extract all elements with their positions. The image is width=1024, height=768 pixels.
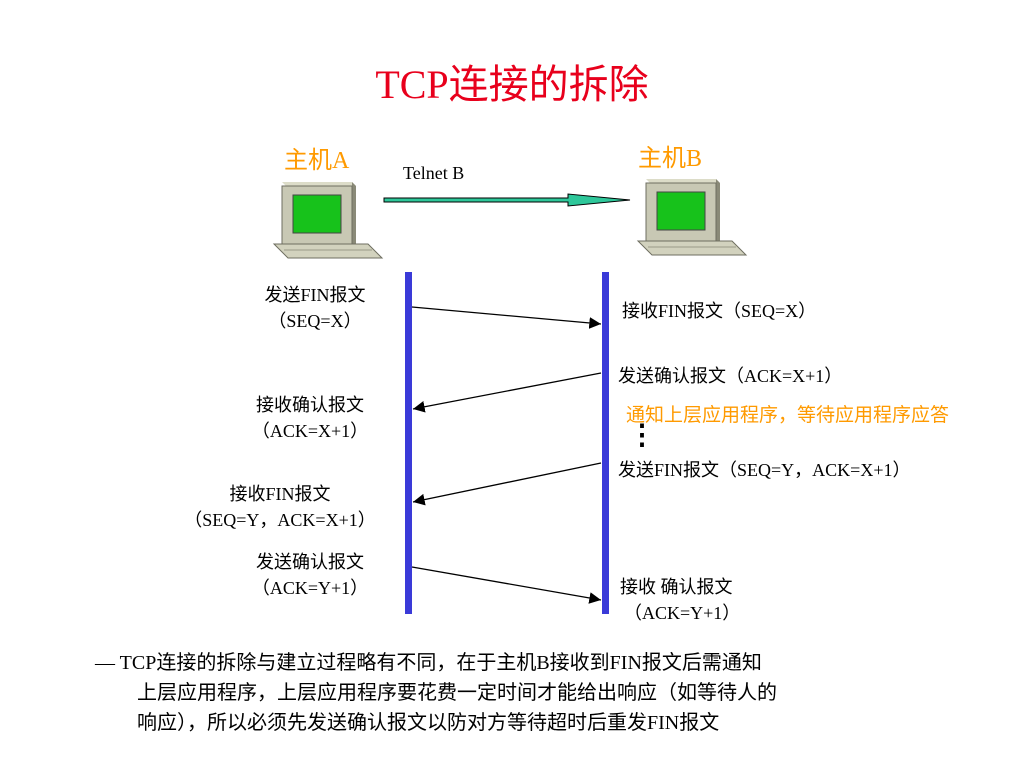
host-a-label: 主机A bbox=[284, 148, 350, 174]
notify-app-note: 通知上层应用程序，等待应用程序应答 bbox=[626, 405, 950, 426]
host-b-message: 接收 确认报文 （ACK=Y+1） bbox=[620, 577, 741, 623]
page-title: TCP连接的拆除 bbox=[375, 62, 649, 107]
fin-arrow-a-to-b bbox=[411, 306, 602, 329]
host-a-message: 接收FIN报文 （SEQ=Y，ACK=X+1） bbox=[184, 484, 376, 530]
host-a-timeline bbox=[405, 272, 412, 614]
host-b-message: 接收FIN报文（SEQ=X） bbox=[622, 301, 817, 321]
host-a-message: 发送确认报文 （ACK=Y+1） bbox=[251, 552, 369, 598]
host-b-message: 发送FIN报文（SEQ=Y，ACK=X+1） bbox=[618, 460, 911, 480]
ack-arrow-a-to-b bbox=[411, 566, 602, 604]
footnote: — TCP连接的拆除与建立过程略有不同，在于主机B接收到FIN报文后需通知 上层… bbox=[95, 652, 777, 734]
connection-arrow bbox=[383, 193, 631, 207]
ellipsis: ⋮ bbox=[628, 420, 656, 451]
computer-a-icon bbox=[272, 182, 384, 259]
ack-arrow-b-to-a bbox=[412, 372, 602, 413]
host-b-timeline bbox=[602, 272, 609, 614]
host-b-message: 发送确认报文（ACK=X+1） bbox=[618, 366, 843, 386]
connection-label: Telnet B bbox=[403, 163, 465, 183]
host-a-message: 接收确认报文 （ACK=X+1） bbox=[251, 395, 369, 441]
fin-arrow-b-to-a bbox=[412, 462, 602, 506]
host-a-message: 发送FIN报文 （SEQ=X） bbox=[264, 285, 366, 331]
host-b-label: 主机B bbox=[638, 146, 703, 172]
computer-b-icon bbox=[636, 179, 748, 256]
